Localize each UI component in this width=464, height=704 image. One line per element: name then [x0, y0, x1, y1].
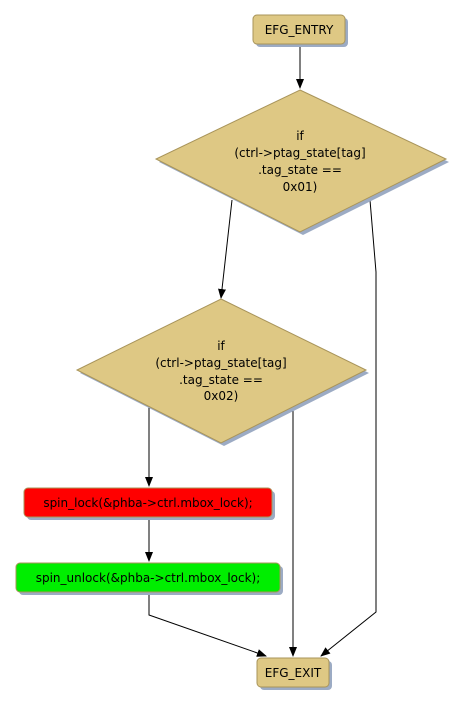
condition-2-line-2: (ctrl->ptag_state[tag]: [155, 356, 286, 370]
condition-1-line-4: 0x01): [283, 180, 318, 194]
condition-2-line-3: .tag_state ==: [179, 373, 263, 387]
edge-cond1-to-cond2: [218, 199, 233, 299]
condition-1-line-1: if: [296, 129, 304, 143]
spin-lock-label: spin_lock(&phba->ctrl.mbox_lock);: [43, 496, 252, 510]
exit-node-label: EFG_EXIT: [265, 666, 322, 680]
edge-unlock-to-exit: [148, 592, 267, 657]
spin-unlock-label: spin_unlock(&phba->ctrl.mbox_lock);: [36, 571, 261, 585]
exit-node: EFG_EXIT: [256, 657, 332, 690]
condition-1-line-2: (ctrl->ptag_state[tag]: [234, 146, 365, 160]
edge-cond1-to-exit: [320, 199, 377, 657]
spin-unlock-node: spin_unlock(&phba->ctrl.mbox_lock);: [15, 562, 283, 595]
condition-node-2: if (ctrl->ptag_state[tag] .tag_state == …: [75, 298, 369, 446]
spin-lock-node: spin_lock(&phba->ctrl.mbox_lock);: [23, 487, 275, 520]
entry-node-label: EFG_ENTRY: [265, 23, 334, 37]
condition-2-line-1: if: [217, 339, 225, 353]
entry-node: EFG_ENTRY: [252, 14, 348, 47]
condition-2-line-4: 0x02): [204, 389, 239, 403]
condition-1-line-3: .tag_state ==: [258, 163, 342, 177]
condition-node-1: if (ctrl->ptag_state[tag] .tag_state == …: [154, 89, 449, 235]
